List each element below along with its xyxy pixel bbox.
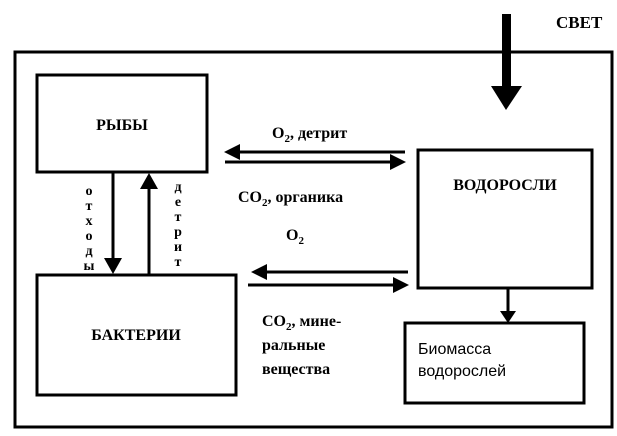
detritus-arrow [140, 173, 158, 274]
svg-text:и: и [174, 240, 182, 255]
biomass-label-line2: водорослей [418, 363, 506, 380]
bacteria-box [35, 273, 238, 397]
system-boundary [13, 50, 614, 429]
top-upper-flow-label: O2, детрит [272, 125, 347, 145]
algae-label: ВОДОРОСЛИ [453, 177, 557, 194]
light-label: СВЕТ [556, 13, 603, 32]
bottom-exchange-arrows [248, 264, 409, 293]
detritus-vertical-label: д е т р и т [174, 180, 182, 270]
top-lower-flow-label: CO2, органика [238, 189, 343, 209]
biomass-box [403, 321, 586, 405]
algae-box [416, 148, 594, 290]
svg-text:р: р [174, 225, 182, 240]
bottom-lower-flow-label-line3: вещества [262, 361, 330, 378]
svg-text:т: т [86, 199, 93, 214]
waste-vertical-label: о т х о д ы [84, 184, 95, 274]
svg-text:ы: ы [84, 259, 95, 274]
bottom-lower-flow-label-line2: ральные [262, 337, 325, 354]
fish-label: РЫБЫ [96, 117, 148, 134]
svg-text:т: т [175, 210, 182, 225]
svg-text:о: о [86, 229, 93, 244]
algae-to-biomass-arrow [500, 289, 516, 323]
bottom-lower-flow-label: CO2, мине- [262, 313, 341, 333]
light-arrow [491, 14, 522, 110]
bottom-upper-flow-label: O2 [286, 227, 304, 247]
fish-box [35, 73, 209, 174]
svg-text:т: т [175, 255, 182, 270]
biomass-label-line1: Биомасса [418, 341, 491, 358]
svg-text:о: о [86, 184, 93, 199]
top-exchange-arrows [224, 144, 406, 170]
svg-text:д: д [174, 180, 181, 195]
bacteria-label: БАКТЕРИИ [91, 327, 181, 344]
waste-arrow [104, 173, 122, 274]
svg-text:х: х [86, 214, 93, 229]
svg-text:д: д [85, 244, 92, 259]
svg-text:е: е [175, 195, 181, 210]
